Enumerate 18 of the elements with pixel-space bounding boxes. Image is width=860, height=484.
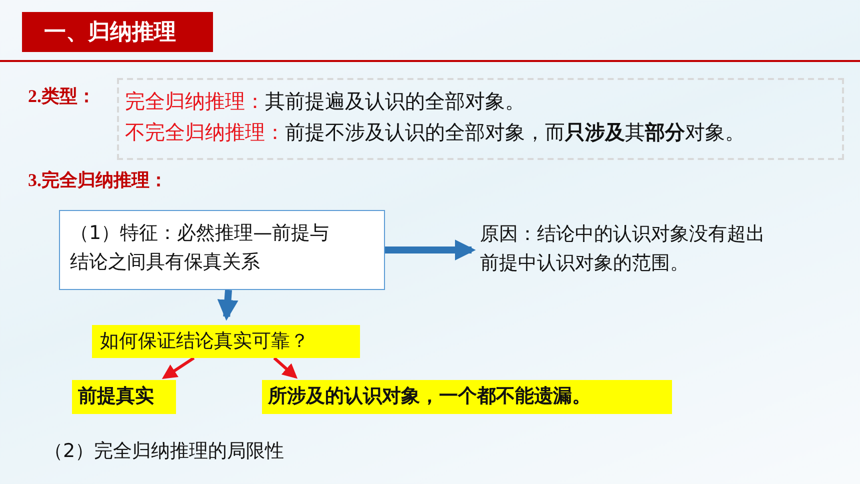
question-highlight: 如何保证结论真实可靠？ bbox=[92, 325, 360, 358]
arrow bbox=[385, 240, 476, 260]
arrow bbox=[217, 290, 238, 321]
definition-text: 其前提遍及认识的全部对象。 bbox=[265, 89, 525, 113]
feature-box: （1）特征：必然推理—前提与结论之间具有保真关系 bbox=[59, 210, 385, 290]
subheading-text: （2）完全归纳推理的局限性 bbox=[44, 439, 284, 464]
term-label: 完全归纳推理： bbox=[125, 89, 265, 113]
answer-highlight: 所涉及的认识对象，一个都不能遗漏。 bbox=[262, 380, 672, 414]
arrow bbox=[162, 356, 195, 379]
reason-text: 原因：结论中的认识对象没有超出前提中认识对象的范围。 bbox=[480, 216, 772, 290]
section-heading: 3.完全归纳推理： bbox=[28, 169, 168, 192]
arrow bbox=[273, 356, 298, 379]
title-banner: 一、归纳推理 bbox=[22, 12, 213, 52]
definition-text: 前提不涉及认识的全部对象，而只涉及其部分对象。 bbox=[285, 120, 745, 144]
term-label: 不完全归纳推理： bbox=[125, 120, 285, 144]
definition-panel bbox=[117, 78, 844, 160]
section-heading: 2.类型： bbox=[28, 85, 96, 108]
answer-highlight: 前提真实 bbox=[72, 380, 176, 414]
